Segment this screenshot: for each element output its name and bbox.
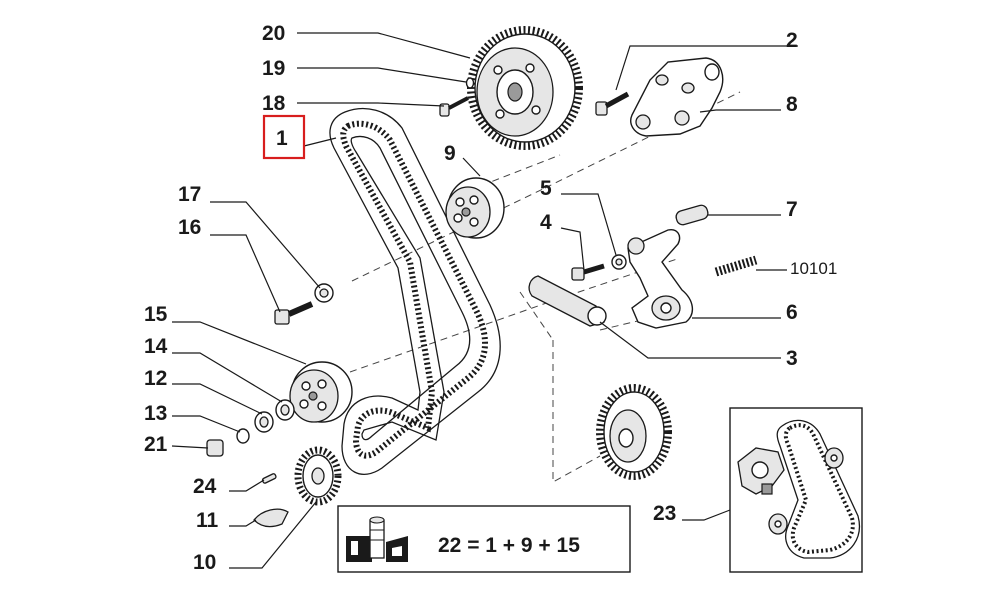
callout-3[interactable]: 3	[786, 347, 798, 370]
washer-5[interactable]	[611, 254, 627, 270]
callout-16[interactable]: 16	[178, 216, 201, 239]
callout-23[interactable]: 23	[653, 502, 676, 525]
kit-formula: 22 = 1 + 9 + 15	[438, 534, 580, 557]
bolt-2[interactable]	[595, 91, 630, 116]
pump-gear[interactable]	[596, 384, 672, 480]
callout-7[interactable]: 7	[786, 198, 798, 221]
callout-2[interactable]: 2	[786, 29, 798, 52]
tensioner-roller-15[interactable]	[289, 361, 353, 423]
callout-12[interactable]: 12	[144, 367, 167, 390]
selected-part-highlight	[262, 114, 306, 160]
pin-7[interactable]	[675, 204, 710, 226]
crankshaft-gear-10[interactable]	[294, 446, 342, 506]
washer-17[interactable]	[314, 283, 334, 303]
callout-labels: 20 2 19 18 8 1 9 17 5 7 16 4 10101 15 6 …	[144, 22, 837, 574]
axis-line	[349, 299, 556, 373]
tensioner-bracket[interactable]	[630, 57, 724, 137]
bolt-4[interactable]	[571, 263, 605, 281]
axis-line	[552, 340, 601, 483]
bolt-18[interactable]	[439, 96, 469, 117]
callout-8[interactable]: 8	[786, 93, 798, 116]
camshaft-pulley[interactable]	[467, 26, 583, 150]
callout-24[interactable]: 24	[193, 475, 217, 498]
callout-10[interactable]: 10	[193, 551, 216, 574]
bolt-16[interactable]	[274, 301, 314, 325]
callout-21[interactable]: 21	[144, 433, 168, 456]
parts-kit-icon	[346, 516, 408, 562]
pin-24[interactable]	[261, 473, 277, 484]
shaft-3[interactable]	[528, 275, 607, 327]
callout-9[interactable]: 9	[444, 142, 456, 165]
callout-1[interactable]: 1	[276, 127, 288, 150]
kit-box-frame	[337, 505, 631, 573]
callout-17[interactable]: 17	[178, 183, 201, 206]
timing-belt[interactable]	[329, 107, 501, 475]
belt-assembly-icon	[737, 419, 860, 559]
spacer-21[interactable]	[206, 439, 224, 457]
washer-14[interactable]	[275, 399, 295, 421]
tensioner-arm[interactable]	[627, 229, 693, 329]
callout-10101[interactable]: 10101	[790, 259, 837, 278]
axis-line	[519, 291, 554, 341]
callout-5[interactable]: 5	[540, 177, 552, 200]
key-11[interactable]	[253, 508, 289, 528]
callout-18[interactable]: 18	[262, 92, 286, 115]
callout-20[interactable]: 20	[262, 22, 285, 45]
inset-assembly[interactable]	[729, 407, 863, 573]
callout-11[interactable]: 11	[196, 509, 219, 532]
stud-10101[interactable]	[714, 255, 758, 277]
callout-14[interactable]: 14	[144, 335, 168, 358]
washer-13[interactable]	[236, 428, 250, 444]
kit-box[interactable]: 22 = 1 + 9 + 15	[337, 505, 631, 573]
leader-lines	[171, 32, 798, 569]
callout-19[interactable]: 19	[262, 57, 285, 80]
washer-12[interactable]	[254, 411, 274, 433]
callout-13[interactable]: 13	[144, 402, 167, 425]
idler-roller-9[interactable]	[445, 177, 505, 239]
washer-19[interactable]	[465, 77, 475, 89]
callout-15[interactable]: 15	[144, 303, 168, 326]
callout-6[interactable]: 6	[786, 301, 798, 324]
callout-4[interactable]: 4	[540, 211, 552, 234]
